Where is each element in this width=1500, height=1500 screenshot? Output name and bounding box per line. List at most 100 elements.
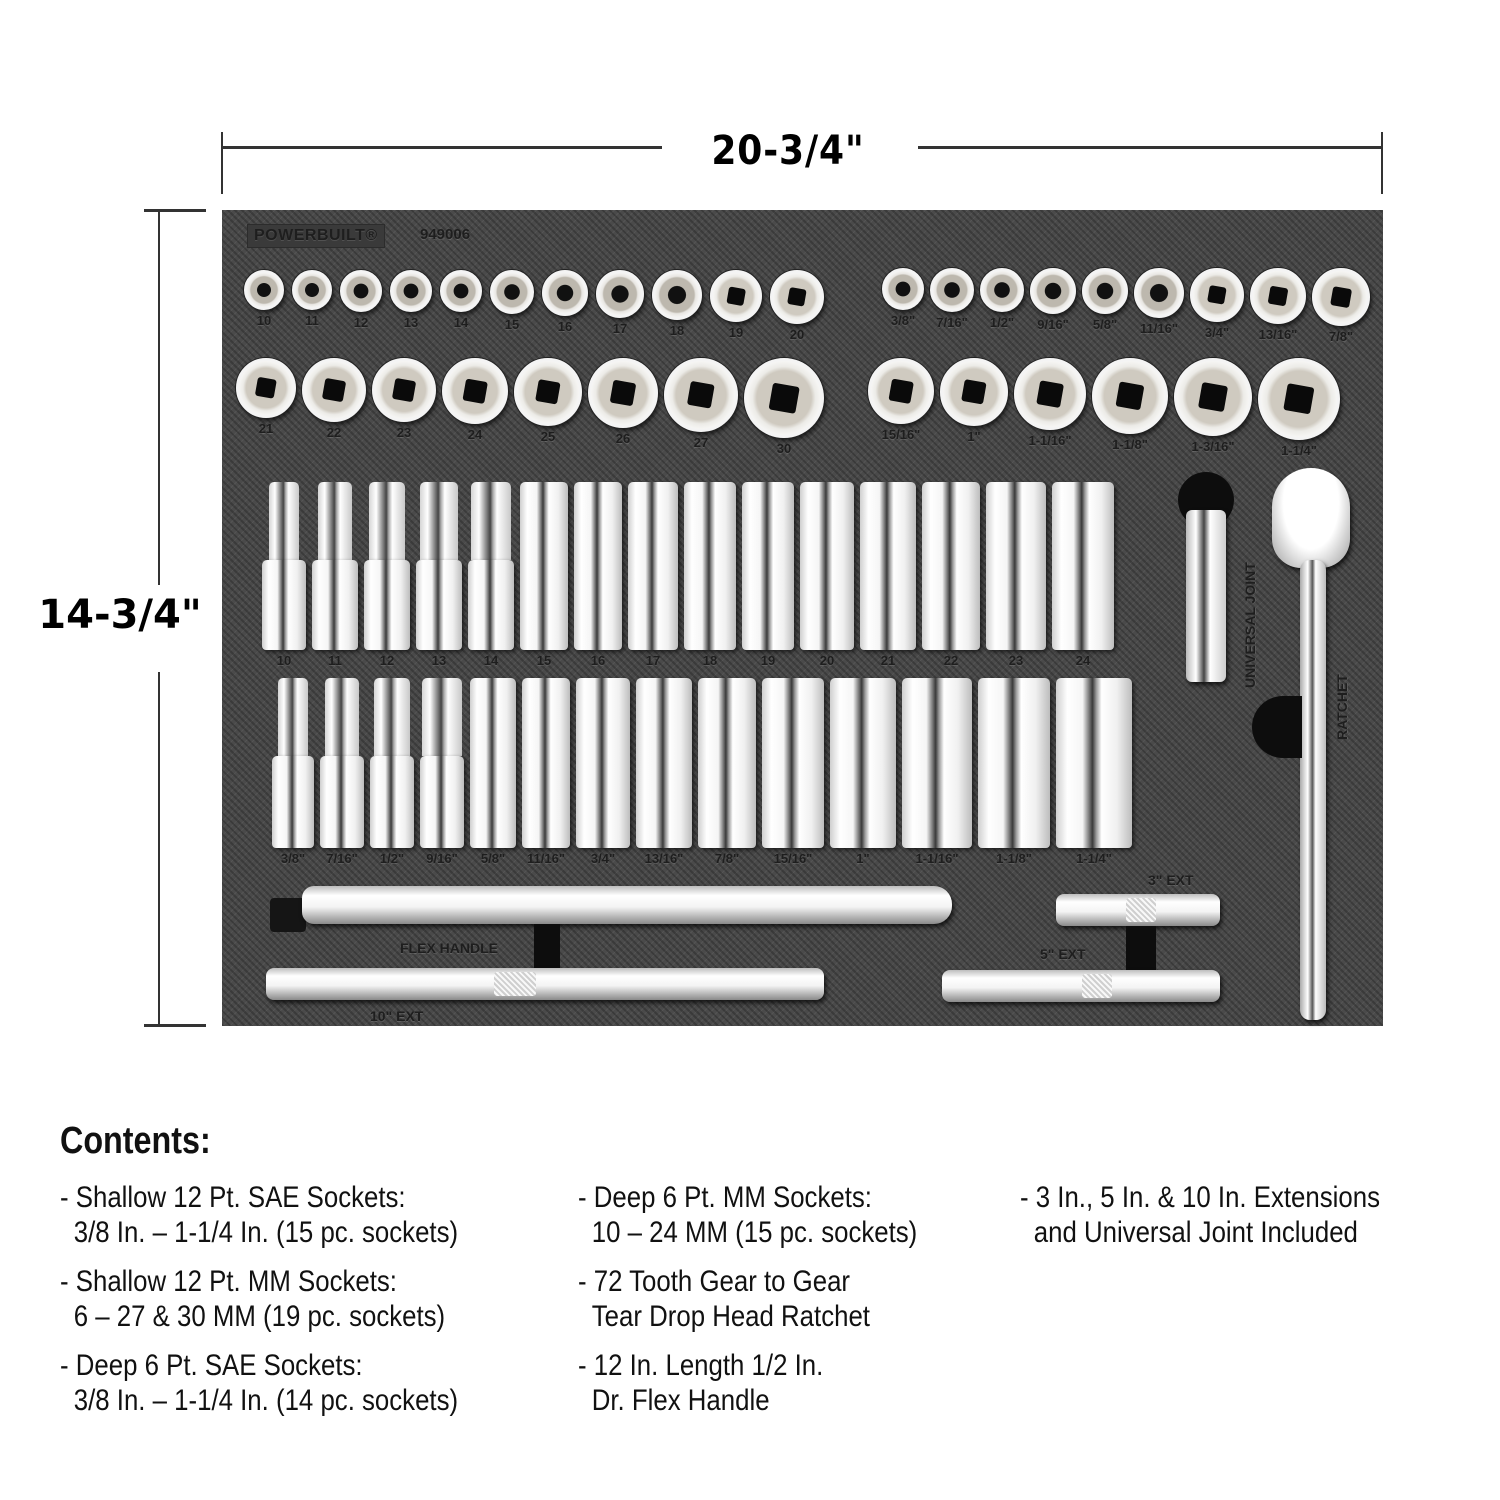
socket-icon [1190,268,1244,322]
socket[interactable]: 7/8" [1312,268,1370,344]
socket[interactable]: 26 [588,358,658,446]
contents-item: - Deep 6 Pt. MM Sockets:10 – 24 MM (15 p… [578,1181,918,1249]
deep-socket-icon [470,678,516,848]
deep-socket[interactable]: 7/16" [320,678,364,866]
deep-socket[interactable]: 24 [1052,482,1114,668]
flex-handle[interactable] [302,886,952,924]
deep-socket[interactable]: 17 [628,482,678,668]
socket-icon [652,270,702,320]
deep-socket[interactable]: 18 [684,482,736,668]
socket[interactable]: 9/16" [1030,268,1076,332]
socket[interactable]: 10 [244,270,284,328]
contents-item: - 12 In. Length 1/2 In.Dr. Flex Handle [578,1349,824,1417]
socket[interactable]: 14 [440,270,482,330]
socket[interactable]: 20 [770,270,824,342]
deep-socket[interactable]: 15 [520,482,568,668]
deep-socket-icon [986,482,1046,650]
socket-icon [1312,268,1370,326]
socket[interactable]: 1" [940,358,1008,444]
deep-socket[interactable]: 13/16" [636,678,692,866]
flex-handle-label: FLEX HANDLE [400,940,498,956]
socket[interactable]: 27 [664,358,738,450]
socket-icon [292,270,332,310]
socket-icon [440,270,482,312]
deep-socket[interactable]: 11/16" [522,678,570,866]
socket[interactable]: 22 [302,358,366,440]
shallow-sae-row-2: 15/16" 1" 1-1/16" 1-1/8" 1-3/16" 1-1/4" [868,358,1340,458]
deep-socket[interactable]: 23 [986,482,1046,668]
height-dimension-line-bottom [158,672,160,1026]
socket[interactable]: 1-1/16" [1014,358,1086,448]
universal-joint-label: UNIVERSAL JOINT [1242,562,1258,688]
socket-icon [372,358,436,422]
deep-socket[interactable]: 21 [860,482,916,668]
deep-socket[interactable]: 3/8" [272,678,314,866]
ratchet-head[interactable] [1272,468,1350,568]
socket-icon [442,358,508,424]
deep-socket[interactable]: 1-1/8" [978,678,1050,866]
deep-socket[interactable]: 1" [830,678,896,866]
socket-icon [882,268,924,310]
socket[interactable]: 21 [236,358,296,436]
deep-socket-icon [830,678,896,848]
socket[interactable]: 3/4" [1190,268,1244,340]
socket-icon [980,268,1024,312]
deep-socket[interactable]: 14 [468,482,514,668]
deep-socket[interactable]: 15/16" [762,678,824,866]
socket[interactable]: 16 [542,270,588,334]
deep-socket-icon [742,482,794,650]
socket[interactable]: 17 [596,270,644,336]
deep-socket[interactable]: 1/2" [370,678,414,866]
socket[interactable]: 18 [652,270,702,338]
socket[interactable]: 15 [490,270,534,332]
socket[interactable]: 12 [340,270,382,330]
socket[interactable]: 1-3/16" [1174,358,1252,454]
shallow-mm-row-1: 10 11 12 13 14 15 16 17 18 19 20 [244,270,824,342]
socket[interactable]: 23 [372,358,436,440]
socket[interactable]: 13 [390,270,432,330]
deep-socket-icon [522,678,570,848]
deep-socket[interactable]: 7/8" [698,678,756,866]
contents-column-1: - Shallow 12 Pt. SAE Sockets:3/8 In. – 1… [60,1180,523,1432]
deep-socket[interactable]: 13 [416,482,462,668]
socket[interactable]: 7/16" [930,268,974,330]
socket[interactable]: 25 [514,358,582,444]
deep-socket-icon [1056,678,1132,848]
socket[interactable]: 3/8" [882,268,924,328]
deep-socket[interactable]: 12 [364,482,410,668]
deep-socket-icon [262,560,306,650]
socket[interactable]: 30 [744,358,824,456]
deep-socket[interactable]: 10 [262,482,306,668]
socket[interactable]: 1-1/4" [1258,358,1340,458]
deep-socket[interactable]: 20 [800,482,854,668]
deep-socket-icon [468,560,514,650]
deep-socket[interactable]: 16 [574,482,622,668]
socket[interactable]: 1-1/8" [1092,358,1168,452]
deep-socket[interactable]: 3/4" [576,678,630,866]
ratchet-handle[interactable] [1300,560,1326,1020]
deep-socket[interactable]: 1-1/4" [1056,678,1132,866]
socket[interactable]: 11/16" [1134,268,1184,336]
deep-socket[interactable]: 19 [742,482,794,668]
socket[interactable]: 15/16" [868,358,934,442]
deep-socket[interactable]: 22 [922,482,980,668]
socket-icon [244,270,284,310]
socket[interactable]: 24 [442,358,508,442]
width-dimension-line-right [918,146,1382,149]
socket[interactable]: 1/2" [980,268,1024,330]
deep-socket[interactable]: 9/16" [420,678,464,866]
universal-joint[interactable] [1186,510,1226,682]
socket[interactable]: 5/8" [1082,268,1128,332]
knurled-grip [1126,898,1156,922]
socket[interactable]: 11 [292,270,332,328]
socket[interactable]: 19 [710,270,762,340]
deep-socket[interactable]: 11 [312,482,358,668]
width-dimension-label: 20-3/4" [711,128,865,174]
deep-socket[interactable]: 5/8" [470,678,516,866]
extension-10-inch[interactable] [266,968,824,1000]
extension-5-inch[interactable] [942,970,1220,1002]
socket-icon [664,358,738,432]
socket[interactable]: 13/16" [1250,268,1306,342]
deep-socket[interactable]: 1-1/16" [902,678,972,866]
